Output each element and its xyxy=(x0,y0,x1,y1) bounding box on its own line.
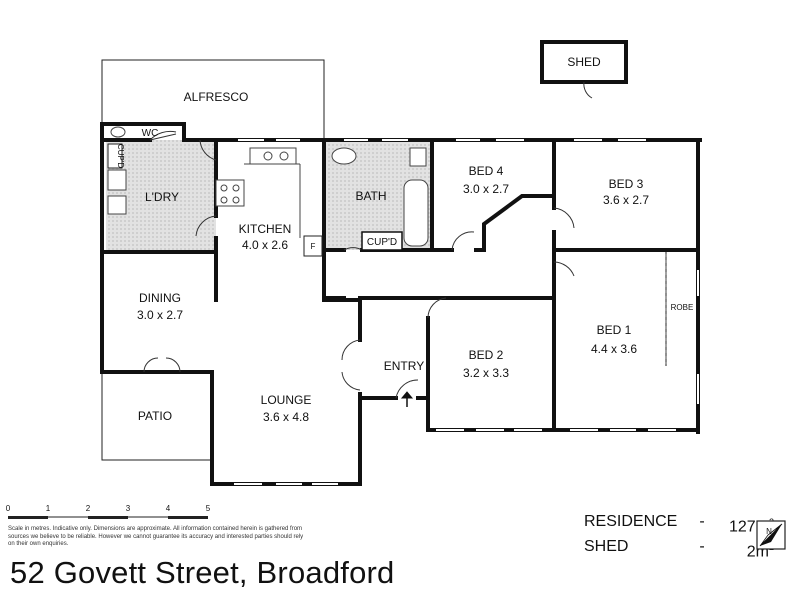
bed2-label: BED 2 xyxy=(469,348,504,362)
entry-arrow xyxy=(400,391,414,407)
bed2-dimensions: 3.2 x 3.3 xyxy=(463,366,509,380)
doors xyxy=(143,81,593,399)
scale-tick-2: 2 xyxy=(86,504,91,513)
fridge-box xyxy=(303,235,323,257)
scale-tick-4: 4 xyxy=(166,504,171,513)
area-dash: - xyxy=(699,538,705,556)
bed4-label: BED 4 xyxy=(469,164,504,178)
bath-cupboard xyxy=(361,231,403,251)
kitchen-dimensions: 4.0 x 2.6 xyxy=(242,238,288,252)
scale-bar: 0 1 2 3 4 5 xyxy=(6,504,211,519)
area-row-shed: SHED - 2m2 xyxy=(584,537,774,562)
windows xyxy=(234,139,699,485)
bed1-dimensions: 4.4 x 3.6 xyxy=(591,342,637,356)
bed3-dimensions: 3.6 x 2.7 xyxy=(603,193,649,207)
bed3-label: BED 3 xyxy=(609,177,644,191)
laundry-cupboard-label: CUP'D xyxy=(116,144,125,168)
scale-tick-1: 1 xyxy=(46,504,51,513)
fixtures xyxy=(107,126,667,364)
fridge-label: F xyxy=(311,242,316,251)
property-address: 52 Govett Street, Broadford xyxy=(10,555,395,590)
area-name: RESIDENCE xyxy=(584,513,678,530)
lounge-dimensions: 3.6 x 4.8 xyxy=(263,410,309,424)
compass-label: N xyxy=(766,527,772,536)
wc-label: WC xyxy=(142,128,159,139)
laundry-cupboard xyxy=(107,143,123,169)
north-compass-icon: N xyxy=(756,520,786,550)
walls xyxy=(100,40,702,486)
laundry-label: L'DRY xyxy=(145,190,179,204)
disclaimer-note: Scale in metres. Indicative only. Dimens… xyxy=(8,526,304,547)
robe-label: ROBE xyxy=(671,303,694,312)
patio-label: PATIO xyxy=(138,409,172,423)
kitchen-label: KITCHEN xyxy=(239,222,292,236)
dining-dimensions: 3.0 x 2.7 xyxy=(137,308,183,322)
area-row-residence: RESIDENCE - 127m2 xyxy=(584,512,774,537)
area-dash: - xyxy=(699,513,705,530)
scale-tick-0: 0 xyxy=(6,504,11,513)
entry-label: ENTRY xyxy=(384,359,424,373)
shed-label: SHED xyxy=(567,55,601,69)
scale-tick-5: 5 xyxy=(206,504,211,513)
alfresco-label: ALFRESCO xyxy=(184,90,249,104)
area-name: SHED xyxy=(584,538,629,556)
area-summary: RESIDENCE - 127m2 SHED - 2m2 xyxy=(584,512,774,563)
bed1-label: BED 1 xyxy=(597,323,632,337)
bath-cupboard-label: CUP'D xyxy=(367,237,397,248)
bed4-dimensions: 3.0 x 2.7 xyxy=(463,182,509,196)
bath-label: BATH xyxy=(355,189,386,203)
scale-tick-3: 3 xyxy=(126,504,131,513)
dining-label: DINING xyxy=(139,291,181,305)
lounge-label: LOUNGE xyxy=(261,393,312,407)
